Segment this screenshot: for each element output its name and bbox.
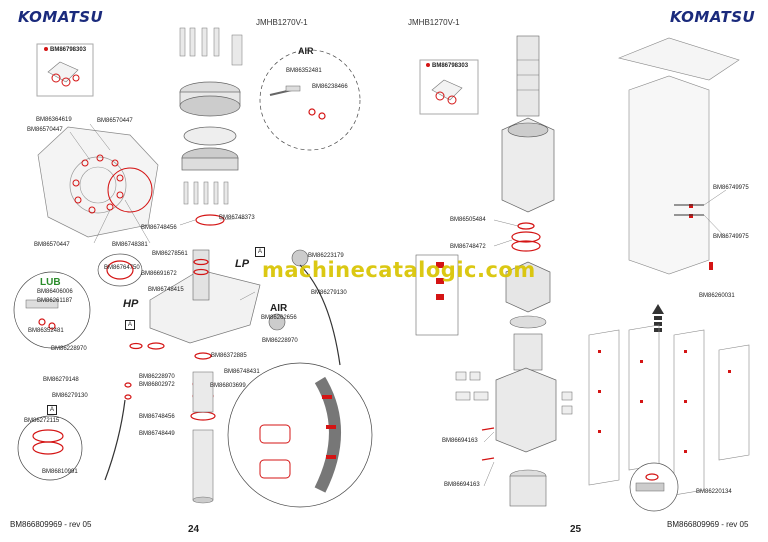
watermark: machinecatalogic.com — [262, 258, 536, 282]
footer-left: BM866809969 - rev 05 — [10, 520, 92, 529]
part-label: BM86352481 — [28, 328, 64, 334]
part-label: BM86748472 — [450, 244, 486, 250]
part-label: BM86694163 — [444, 482, 480, 488]
part-label: BM86228970 — [262, 338, 298, 344]
part-label: BM86764750 — [104, 265, 140, 271]
part-label: BM86352481 — [286, 68, 322, 74]
part-label: BM86279130 — [52, 393, 88, 399]
part-label: BM86748431 — [224, 369, 260, 375]
part-label: BM86238466 — [312, 84, 348, 90]
kit-code-left: BM86798303 — [44, 47, 86, 53]
part-label: BM86220134 — [696, 489, 732, 495]
section-a-marker-1: A — [255, 247, 265, 257]
doc-id-left: JMHB1270V-1 — [256, 18, 308, 27]
part-label: BM86364619 — [36, 117, 72, 123]
part-label: BM86570447 — [97, 118, 133, 124]
part-label: BM86694163 — [442, 438, 478, 444]
part-label: BM86278561 — [152, 251, 188, 257]
page-number-left: 24 — [188, 524, 200, 535]
right-page: JMHB1270V-1 KOMATSU — [384, 0, 768, 542]
section-a-marker-3: A — [47, 405, 57, 415]
part-label: BM86748381 — [112, 242, 148, 248]
kit-code-right: BM86798303 — [426, 63, 468, 69]
left-exploded-drawing — [13, 27, 373, 508]
komatsu-logo-right: KOMATSU — [670, 8, 756, 26]
part-label: BM86261187 — [37, 298, 73, 304]
air-label-top: AIR — [298, 46, 314, 56]
lp-label: LP — [235, 258, 250, 270]
part-label: BM86802972 — [139, 382, 175, 388]
part-label: BM86262656 — [261, 315, 297, 321]
part-label: BM86748373 — [219, 215, 255, 221]
part-label: BM86406006 — [37, 289, 73, 295]
part-label: BM86260031 — [699, 293, 735, 299]
part-label: BM86505484 — [450, 217, 486, 223]
part-label: BM86748456 — [141, 225, 177, 231]
part-label: BM86691672 — [141, 271, 177, 277]
page-number-right: 25 — [570, 524, 582, 535]
part-label: BM86803699 — [210, 383, 246, 389]
doc-id-right: JMHB1270V-1 — [408, 18, 460, 27]
air-label-mid: AIR — [270, 303, 288, 314]
right-exploded-drawing — [415, 35, 750, 512]
lub-label: LUB — [40, 277, 61, 288]
part-label: BM86749975 — [713, 234, 749, 240]
part-label: BM86279148 — [43, 377, 79, 383]
part-label: BM86748449 — [139, 431, 175, 437]
part-label: BM86228970 — [139, 374, 175, 380]
part-label: BM86810991 — [42, 469, 78, 475]
footer-right: BM866809969 - rev 05 — [667, 520, 749, 529]
komatsu-logo-left: KOMATSU — [18, 8, 104, 26]
part-label: BM86272115 — [24, 418, 60, 424]
part-label: BM86748415 — [148, 287, 184, 293]
part-label: BM86570447 — [27, 127, 63, 133]
part-label: BM86279130 — [311, 290, 347, 296]
part-label: BM86570447 — [34, 242, 70, 248]
hp-label: HP — [123, 298, 139, 310]
section-a-marker-2: A — [125, 320, 135, 330]
part-label: BM86228970 — [51, 346, 87, 352]
part-label: BM86749975 — [713, 185, 749, 191]
part-label: BM86223179 — [308, 253, 344, 259]
part-label: BM86748456 — [139, 414, 175, 420]
left-page: KOMATSU JMHB1270V-1 — [0, 0, 384, 542]
part-label: BM86372885 — [211, 353, 247, 359]
